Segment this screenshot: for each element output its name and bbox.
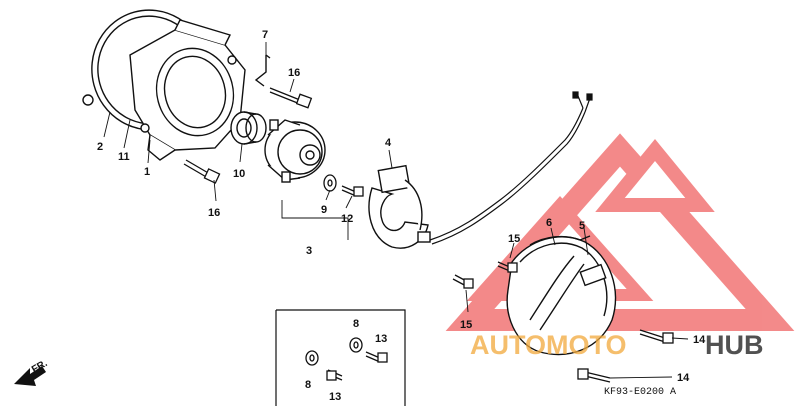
front-direction-arrow-icon xyxy=(14,366,46,386)
callout-10: 10 xyxy=(233,168,245,180)
callout-14-lower: 14 xyxy=(677,372,690,384)
callout-13-lower: 13 xyxy=(329,391,341,403)
callout-13-upper: 13 xyxy=(375,333,387,345)
watermark-wordmark: AUTOMOTO HUB xyxy=(470,330,764,360)
callout-8-upper: 8 xyxy=(353,318,359,330)
callout-2: 2 xyxy=(97,141,103,153)
callout-4: 4 xyxy=(385,137,392,149)
callout-3: 3 xyxy=(306,245,312,257)
callout-16-upper: 16 xyxy=(288,67,300,79)
leader-lines xyxy=(103,42,689,379)
part-clip xyxy=(254,54,271,87)
part-oil-seal xyxy=(230,111,267,145)
part-bolt-15b xyxy=(452,274,474,289)
part-washer xyxy=(323,174,337,192)
part-bolt-upper xyxy=(269,87,313,109)
part-stator xyxy=(264,119,326,183)
watermark-part1: AUTOMOTO xyxy=(470,330,627,360)
part-bolt-14b xyxy=(577,368,611,383)
callout-9: 9 xyxy=(321,204,327,216)
part-bolt-15a xyxy=(497,261,518,273)
front-direction-label: FR. xyxy=(30,358,50,376)
part-washer-8 xyxy=(305,337,363,366)
figure-code: KF93-E0200 A xyxy=(604,387,676,398)
callout-8-lower: 8 xyxy=(305,379,311,391)
part-screw-13 xyxy=(326,351,388,381)
wire-harness xyxy=(429,91,593,245)
part-crankcase-cover xyxy=(82,19,246,161)
inset-box xyxy=(275,309,406,406)
part-bolt-lower xyxy=(183,159,221,184)
watermark-part2: HUB xyxy=(705,330,764,360)
callout-14-upper: 14 xyxy=(693,334,706,346)
callout-7: 7 xyxy=(262,29,268,41)
part-left-cover xyxy=(506,235,617,356)
callout-15-lower: 15 xyxy=(460,319,472,331)
callout-1: 1 xyxy=(144,166,150,178)
part-pulse-generator xyxy=(368,164,431,249)
callout-15-upper: 15 xyxy=(508,233,520,245)
part-screw xyxy=(341,185,364,197)
callout-6: 6 xyxy=(546,217,552,229)
watermark-logo-icon xyxy=(445,133,795,331)
callout-11: 11 xyxy=(118,151,130,163)
part-bolt-14a xyxy=(639,329,674,344)
callout-5: 5 xyxy=(579,220,585,232)
callout-12: 12 xyxy=(341,213,353,225)
callout-16-lower: 16 xyxy=(208,207,220,219)
